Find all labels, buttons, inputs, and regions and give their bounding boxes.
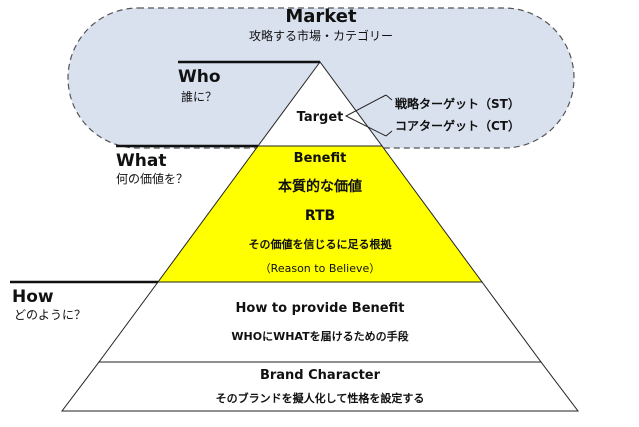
rtb-full-name: （Reason to Believe） <box>260 262 381 275</box>
rtb-description: その価値を信じるに足る根拠 <box>249 237 393 251</box>
brand-title: Brand Character <box>260 368 381 383</box>
who-heading: Who <box>178 67 221 87</box>
pyramid-tier-brand <box>60 361 580 412</box>
rtb-label: RTB <box>305 208 335 224</box>
market-subtitle: 攻略する市場・カテゴリー <box>249 28 393 43</box>
how-description: WHOにWHATを届けるための手段 <box>231 329 408 343</box>
how-question: どのように？ <box>14 308 86 322</box>
target-bracket <box>344 94 393 137</box>
brand-description: そのブランドを擬人化して性格を設定する <box>216 391 425 405</box>
pyramid-tier-how <box>98 281 542 363</box>
how-title: How to provide Benefit <box>236 301 405 316</box>
what-heading: What <box>116 151 166 171</box>
essential-value: 本質的な価値 <box>278 178 362 195</box>
how-heading: How <box>12 287 54 307</box>
who-question: 誰に？ <box>181 89 217 104</box>
target-label: Target <box>297 110 344 125</box>
benefit-label: Benefit <box>294 151 347 166</box>
target-note-ct: コアターゲット（CT） <box>395 118 520 133</box>
what-question: 何の価値を？ <box>116 171 188 186</box>
market-title: Market <box>285 6 357 27</box>
target-note-st: 戦略ターゲット（ST） <box>395 96 520 111</box>
